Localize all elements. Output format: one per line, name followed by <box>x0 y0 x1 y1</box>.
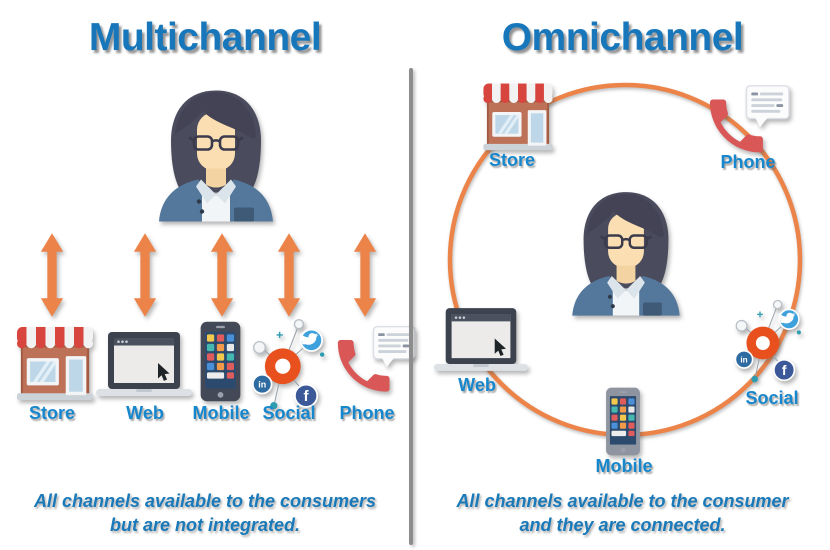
omnichannel-panel: Omnichannel Store Phone Web Social Mobil… <box>415 0 830 550</box>
web-label: Web <box>126 403 164 423</box>
store-icon <box>478 80 558 151</box>
mobile-label: Mobile <box>595 456 653 476</box>
social-icon <box>251 318 326 411</box>
double-arrow-phone-icon <box>353 233 377 317</box>
phone-icon <box>337 325 416 393</box>
web-label: Web <box>458 375 496 395</box>
caption-line-2: but are not integrated. <box>109 515 300 535</box>
double-arrow-mobile-icon <box>210 233 234 317</box>
social-icon <box>734 299 802 384</box>
double-arrow-social-icon <box>277 233 301 317</box>
panel-divider <box>409 68 413 545</box>
store-label: Store <box>488 150 535 170</box>
caption-line-2: and they are connected. <box>519 515 726 535</box>
multichannel-title: Multichannel <box>88 16 322 59</box>
phone-label: Phone <box>720 152 776 172</box>
web-icon <box>433 308 529 371</box>
caption-line-1: All channels available to the consumers <box>33 491 377 511</box>
double-arrow-store-icon <box>40 233 64 317</box>
consumer-person-icon <box>571 190 681 316</box>
double-arrow-web-icon <box>133 233 157 317</box>
store-icon <box>11 323 99 401</box>
multichannel-panel: Multichannel Store Web Mobile Social Pho… <box>0 0 416 550</box>
phone-label: Phone <box>339 403 395 423</box>
multichannel-caption: All channels available to the consumers … <box>8 489 402 537</box>
social-label: Social <box>745 388 799 408</box>
web-icon <box>96 332 192 396</box>
store-label: Store <box>28 403 75 423</box>
mobile-icon <box>200 321 241 402</box>
phone-icon <box>709 85 790 154</box>
omnichannel-title: Omnichannel <box>501 16 744 59</box>
omnichannel-caption: All channels available to the consumer a… <box>425 489 820 537</box>
mobile-icon <box>606 387 640 456</box>
mobile-label: Mobile <box>192 403 250 423</box>
caption-line-1: All channels available to the consumer <box>456 491 789 511</box>
consumer-person-icon <box>157 89 275 222</box>
social-label: Social <box>262 403 316 423</box>
